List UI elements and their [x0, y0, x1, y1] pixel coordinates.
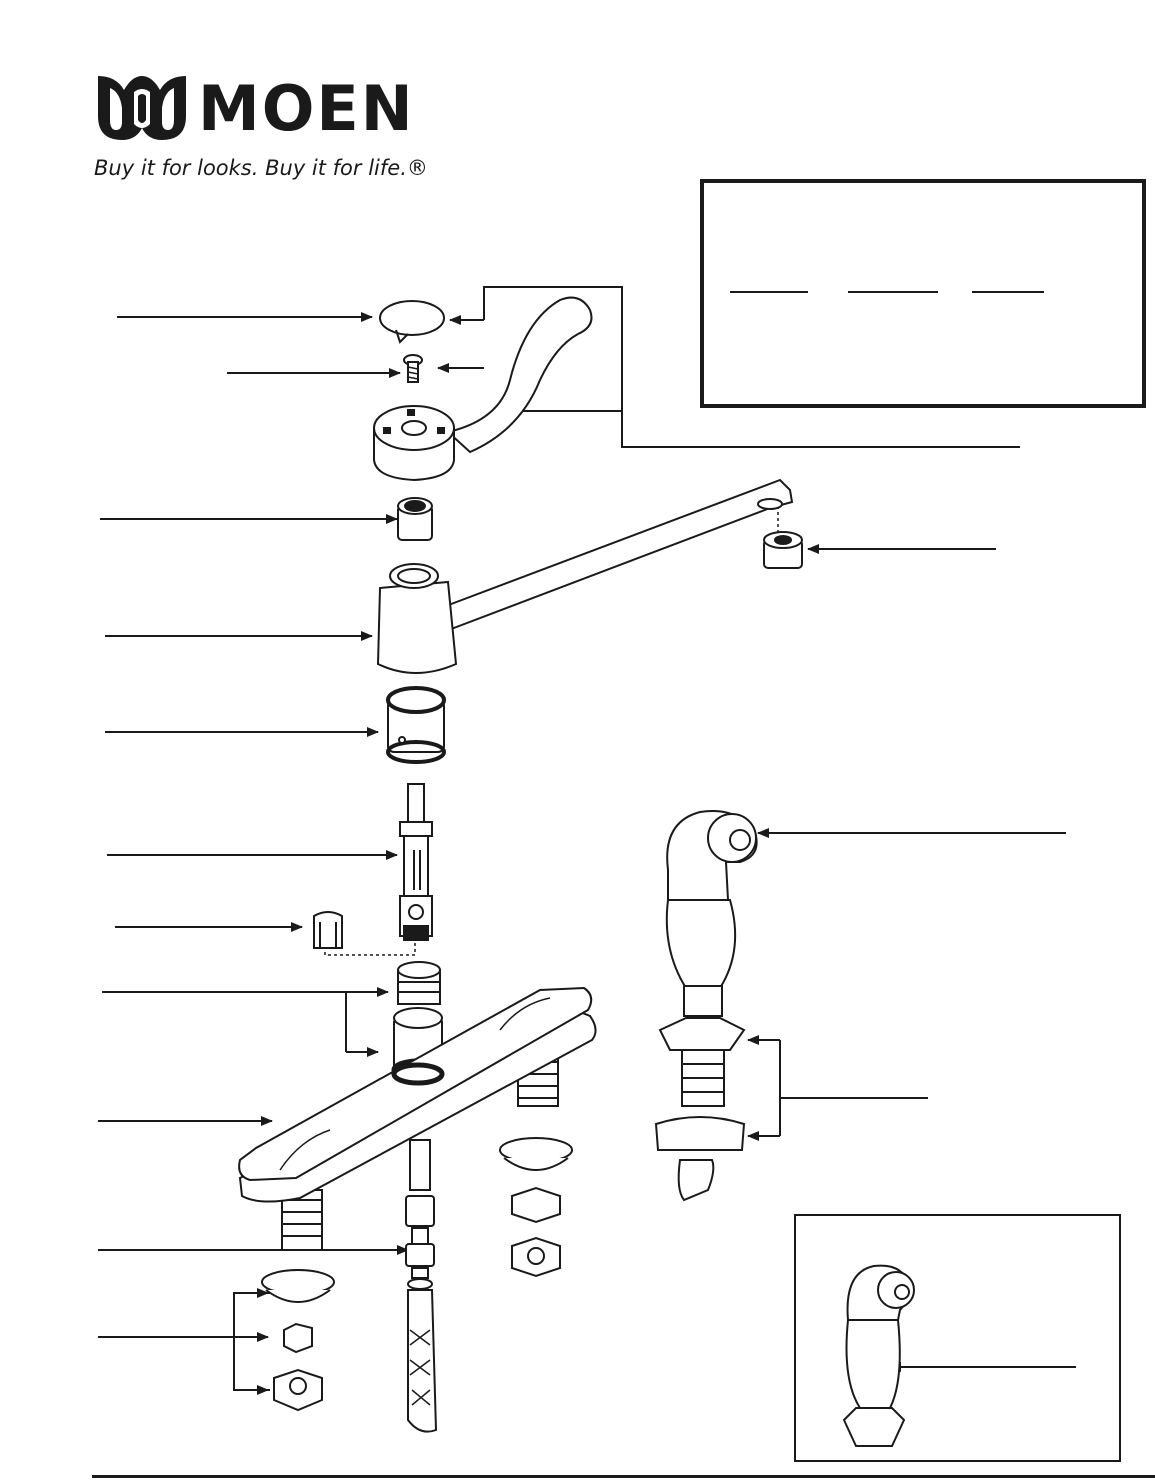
mounting-hardware-icon [499, 1137, 573, 1278]
spout-icon [376, 478, 794, 674]
screw-icon [403, 354, 423, 383]
escutcheon-plate-icon [238, 986, 597, 1251]
brand-tagline: Buy it for looks. Buy it for life.® [94, 156, 428, 180]
brand-name: MOEN [198, 72, 415, 145]
retaining-clip-icon [313, 911, 343, 949]
cartridge-icon [399, 783, 433, 941]
model-info-box [700, 179, 1146, 408]
side-spray-icon [654, 810, 758, 1202]
leader-line [483, 286, 1020, 448]
leader-line [779, 1040, 928, 1099]
blank-line [730, 291, 808, 293]
supply-hose-icon [405, 1139, 438, 1433]
blank-line [848, 291, 938, 293]
lever-handle-icon [373, 296, 593, 482]
inset-box [794, 1214, 1121, 1462]
inset-side-spray-icon [842, 1264, 915, 1447]
moen-logo-icon [92, 72, 192, 149]
mounting-hardware-icon [261, 1269, 335, 1412]
retainer-nut-icon [386, 686, 446, 764]
adapter-icon [397, 497, 433, 541]
aerator-icon [763, 531, 803, 569]
blank-line [972, 291, 1044, 293]
leader-line [233, 1292, 270, 1391]
leader-line [102, 991, 347, 1052]
footer-rule [92, 1475, 1155, 1478]
handle-cap-icon [379, 300, 445, 344]
